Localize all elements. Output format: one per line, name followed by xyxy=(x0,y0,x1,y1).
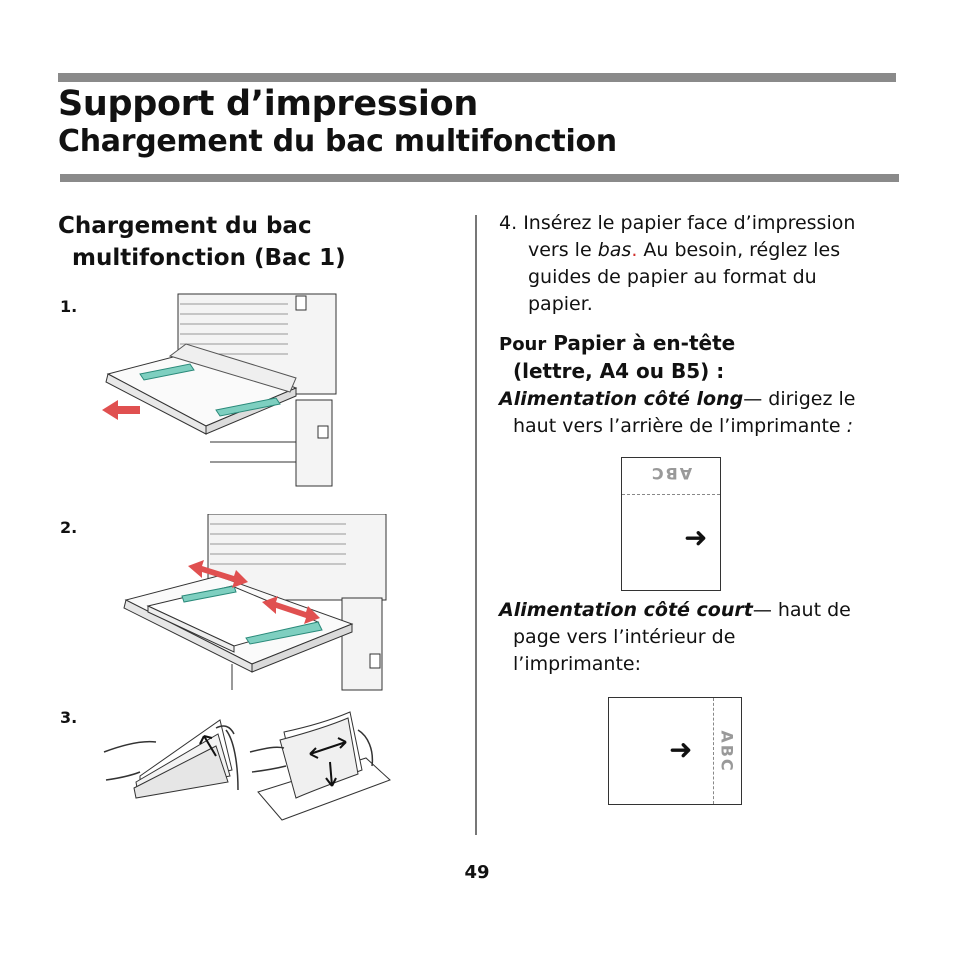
section-heading-line1: Chargement du bac xyxy=(58,213,312,239)
figure-open-tray xyxy=(102,293,337,487)
instruction-4: 4. Insérez le papier face d’impression v… xyxy=(499,210,909,318)
step-1-label: 1. xyxy=(60,297,78,316)
step-2-label: 2. xyxy=(60,518,78,537)
short-edge-dash-text: — haut de xyxy=(752,599,851,621)
page-title: Support d’impression xyxy=(58,84,478,124)
instruction-4-line2: vers le bas. Au besoin, réglez les xyxy=(499,237,909,264)
instruction-4-line3: guides de papier au format du xyxy=(528,266,817,288)
page-subtitle: Chargement du bac multifonction xyxy=(58,124,617,159)
instruction-4-line1: Insérez le papier face d’impression xyxy=(523,212,856,234)
header-bottom-rule xyxy=(60,174,899,182)
short-edge-rest-line1: page vers l’intérieur de xyxy=(513,626,736,648)
paper-letterhead-text: ABC xyxy=(649,464,693,483)
long-edge-feed: Alimentation côté long— dirigez le haut … xyxy=(499,386,909,440)
instruction-4-number: 4. xyxy=(499,212,518,234)
text-dot: . xyxy=(631,239,638,261)
text-after: Au besoin, réglez les xyxy=(637,239,841,261)
letterhead-heading-line2: (lettre, A4 ou B5) : xyxy=(513,359,725,383)
letterhead-heading-line1: Papier à en-tête xyxy=(546,331,736,355)
letterhead-heading: Pour Papier à en-tête (lettre, A4 ou B5)… xyxy=(499,330,909,384)
feed-arrow-icon-2: ➜ xyxy=(669,733,693,766)
step-3-label: 3. xyxy=(60,708,78,727)
section-heading-line2: multifonction (Bac 1) xyxy=(72,245,346,271)
text-bas: bas xyxy=(597,239,632,261)
paper-side-margin-line xyxy=(713,698,714,804)
long-edge-rest: haut vers l’arrière de l’imprimante : xyxy=(499,413,909,440)
letterhead-pour: Pour xyxy=(499,334,547,355)
short-edge-label: Alimentation côté court xyxy=(499,599,753,621)
section-heading: Chargement du bac multifonction (Bac 1) xyxy=(58,210,418,274)
page-number: 49 xyxy=(464,862,490,883)
feed-arrow-icon: ➜ xyxy=(684,521,708,554)
short-edge-feed: Alimentation côté court— haut de page ve… xyxy=(499,597,909,678)
long-edge-rest-text: haut vers l’arrière de l’imprimante xyxy=(513,415,841,437)
text-vers: vers le xyxy=(528,239,598,261)
long-edge-dash-text: — dirigez le xyxy=(743,388,856,410)
column-divider xyxy=(475,215,477,835)
paper-letterhead-text-rotated: ABC xyxy=(717,730,737,773)
paper-short-edge-figure: ABC ➜ xyxy=(608,697,742,805)
paper-long-edge-figure: ABC ➜ xyxy=(621,457,721,591)
instruction-4-line4: papier. xyxy=(528,293,593,315)
figure-load-paper xyxy=(123,514,387,691)
paper-top-margin-line xyxy=(622,494,720,495)
figure-fan-paper xyxy=(103,711,391,821)
long-edge-label: Alimentation côté long xyxy=(499,388,744,410)
top-rule xyxy=(58,73,896,82)
short-edge-rest-line2: l’imprimante: xyxy=(513,653,641,675)
long-edge-colon: : xyxy=(840,415,854,437)
